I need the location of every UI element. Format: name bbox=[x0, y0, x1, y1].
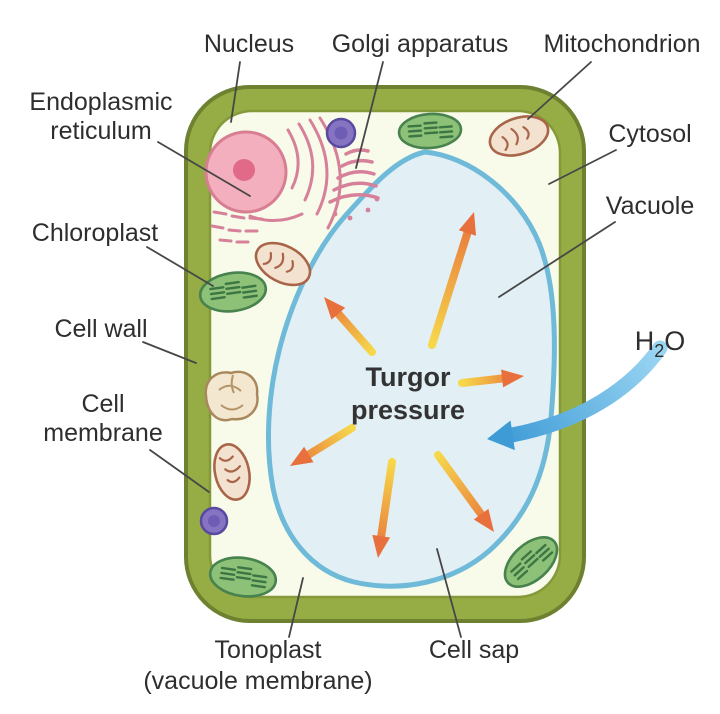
h2o-h: H bbox=[635, 326, 655, 356]
chloroplast-bottom-right bbox=[503, 536, 559, 588]
leader-line-cytosol bbox=[548, 149, 617, 185]
h2o-o: O bbox=[664, 326, 685, 356]
h2o-subscript: 2 bbox=[654, 341, 664, 361]
endoplasmic-reticulum-structure bbox=[210, 116, 342, 244]
nucleus bbox=[204, 130, 288, 214]
chloroplast-left bbox=[198, 271, 268, 313]
leader-line-cell-membrane bbox=[149, 449, 210, 493]
turgor-arrows bbox=[290, 212, 524, 558]
label-golgi-apparatus: Golgi apparatus bbox=[332, 30, 509, 58]
label-cell-wall: Cell wall bbox=[54, 315, 147, 343]
mitochondrion-bottom-left bbox=[213, 443, 251, 501]
label-endoplasmic-reticulum-line1: Endoplasmic bbox=[29, 88, 172, 116]
turgor-arrow-up-left bbox=[324, 297, 376, 356]
water-arrow bbox=[487, 340, 668, 451]
golgi-apparatus-structure bbox=[328, 148, 380, 221]
label-mitochondrion: Mitochondrion bbox=[543, 30, 700, 58]
mitochondrion-top-right bbox=[488, 115, 550, 157]
leader-line-cell-wall bbox=[142, 341, 197, 364]
starch-granule bbox=[204, 370, 259, 422]
turgor-pressure-label-line1: Turgor bbox=[366, 362, 451, 392]
chloroplast-bottom-left bbox=[208, 556, 278, 598]
vesicle-top bbox=[325, 117, 357, 149]
nucleolus bbox=[233, 159, 255, 181]
turgor-arrow-left bbox=[290, 424, 356, 466]
leader-line-vacuole bbox=[498, 221, 616, 298]
leader-lines bbox=[142, 61, 617, 638]
label-chloroplast: Chloroplast bbox=[32, 219, 159, 247]
label-nucleus: Nucleus bbox=[204, 30, 294, 58]
turgor-arrow-right bbox=[458, 369, 524, 388]
leader-line-nucleus bbox=[230, 61, 241, 123]
leader-line-golgi bbox=[355, 61, 384, 169]
turgor-arrow-down-right bbox=[434, 451, 494, 532]
leader-line-tonoplast bbox=[288, 577, 304, 638]
leader-line-er bbox=[157, 141, 251, 197]
label-cell-sap: Cell sap bbox=[429, 636, 519, 664]
leader-line-cell-sap bbox=[436, 548, 462, 638]
turgor-arrow-up-right bbox=[428, 212, 476, 349]
turgor-pressure-label-line2: pressure bbox=[351, 395, 465, 425]
mitochondrion-left bbox=[254, 241, 312, 287]
chloroplast-top bbox=[397, 112, 463, 150]
leader-line-mitochondrion bbox=[527, 61, 592, 120]
label-cell-membrane-line1: Cell bbox=[81, 390, 124, 418]
label-tonoplast-line2: (vacuole membrane) bbox=[143, 667, 372, 695]
leader-line-chloroplast bbox=[146, 246, 214, 287]
label-h2o: H2O bbox=[635, 326, 686, 361]
label-endoplasmic-reticulum-line2: reticulum bbox=[50, 117, 151, 145]
turgor-arrow-down bbox=[372, 458, 396, 558]
vesicle-bottom bbox=[199, 506, 229, 536]
label-tonoplast-line1: Tonoplast bbox=[214, 636, 321, 664]
label-cell-membrane-line2: membrane bbox=[43, 419, 163, 447]
label-cytosol: Cytosol bbox=[608, 120, 691, 148]
label-vacuole: Vacuole bbox=[606, 192, 695, 220]
